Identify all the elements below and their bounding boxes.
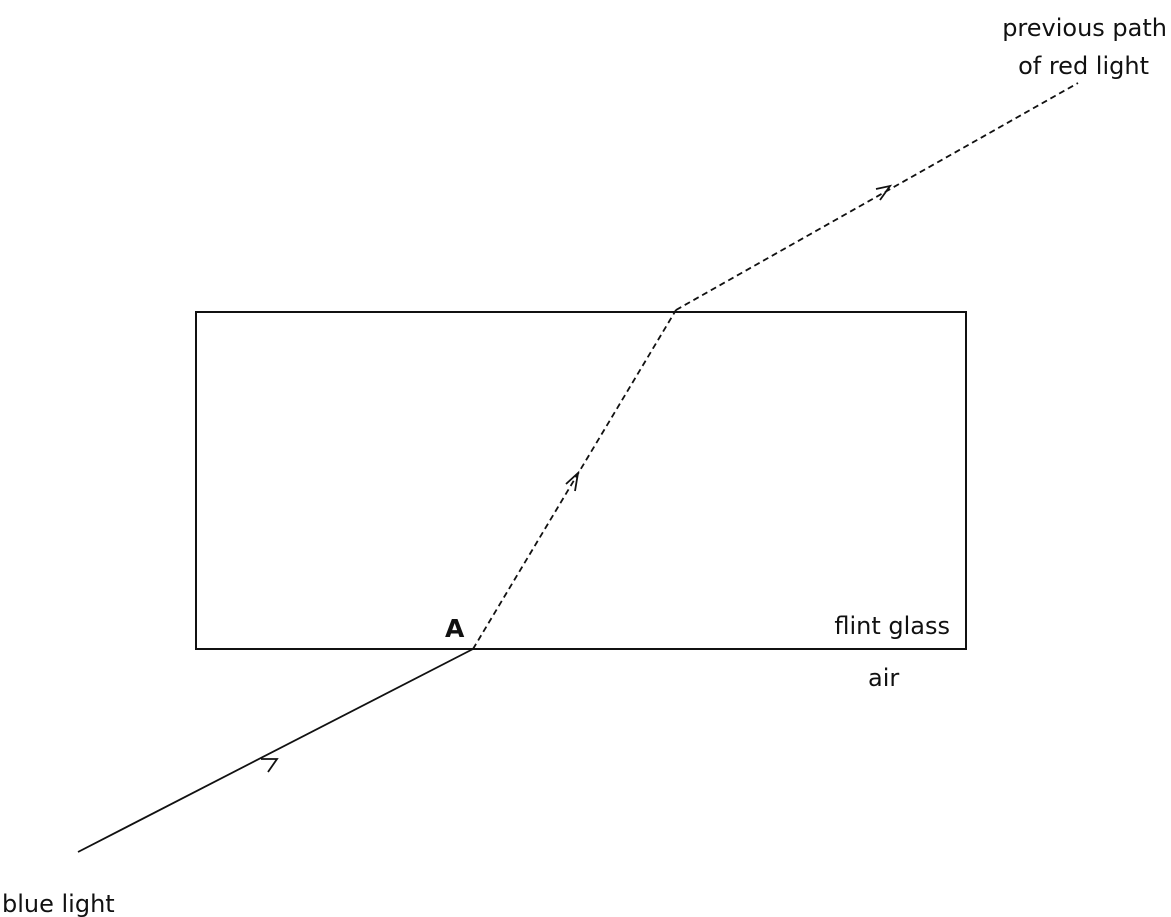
glass-ray-arrow [565, 470, 580, 492]
label-point-a: A [445, 614, 465, 643]
label-air: air [868, 664, 899, 692]
incident-ray-arrow [261, 758, 279, 773]
refracted-ray-in-glass [472, 309, 677, 650]
label-flint-glass: flint glass [834, 612, 950, 640]
glass-block [195, 311, 967, 650]
emergent-ray-arrow [875, 184, 893, 201]
previous-red-light-path [675, 82, 1079, 311]
label-previous-path-line2: of red light [1018, 52, 1149, 80]
incident-blue-ray [77, 648, 474, 853]
label-previous-path-line1: previous path [1002, 14, 1167, 42]
label-blue-light: blue light [2, 890, 115, 917]
